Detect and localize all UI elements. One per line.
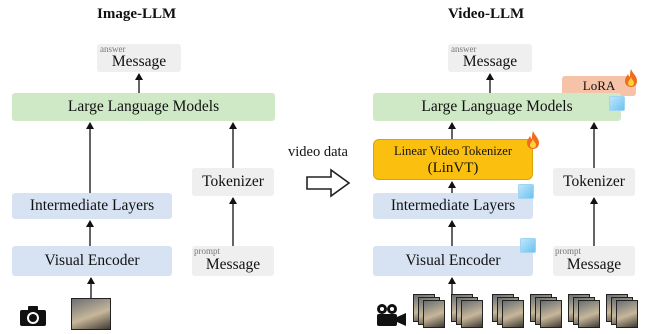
right-encoder-label: Visual Encoder — [405, 252, 501, 269]
lora-label: LoRA — [582, 78, 616, 93]
video-llm-title: Video-LLM — [448, 6, 525, 22]
left-encoder-label: Visual Encoder — [44, 252, 140, 269]
right-llm-label: Large Language Models — [421, 98, 573, 115]
left-prompt-label: Message — [205, 256, 261, 273]
left-encoder-box: Visual Encoder — [12, 246, 172, 276]
left-llm-box: Large Language Models — [12, 93, 275, 121]
video-camera-icon — [375, 303, 407, 327]
video-frame-stack — [568, 294, 604, 330]
left-tokenizer-label: Tokenizer — [202, 173, 264, 190]
right-intermediate-box: Intermediate Layers — [373, 193, 533, 219]
left-answer-message-box: answer Message — [97, 44, 181, 72]
video-frame-stack — [451, 294, 487, 330]
right-llm-box: Large Language Models — [373, 93, 621, 121]
left-prompt-tag: prompt — [194, 246, 220, 256]
left-answer-tag: answer — [100, 44, 126, 54]
image-llm-title: Image-LLM — [97, 6, 177, 22]
left-intermediate-label: Intermediate Layers — [29, 197, 155, 214]
hollow-right-arrow-icon — [305, 168, 351, 198]
right-answer-message-box: answer Message — [448, 44, 532, 72]
ice-cube-icon — [609, 96, 625, 111]
fire-icon — [624, 69, 638, 87]
right-tokenizer-box: Tokenizer — [553, 168, 635, 196]
lora-box: LoRA — [562, 76, 636, 96]
linvt-label-line2: (LinVT) — [427, 159, 479, 176]
right-answer-tag: answer — [451, 44, 477, 54]
video-frame-stack — [492, 294, 528, 330]
camera-icon — [19, 305, 47, 327]
video-frame-stack — [413, 294, 449, 330]
left-tokenizer-box: Tokenizer — [192, 168, 274, 196]
ice-cube-icon — [518, 184, 534, 199]
right-tokenizer-label: Tokenizer — [563, 173, 625, 190]
linvt-label-line1: Linear Video Tokenizer — [393, 143, 512, 158]
fire-icon — [526, 131, 540, 149]
ice-cube-icon — [520, 238, 536, 253]
linvt-box: Linear Video Tokenizer (LinVT) — [373, 139, 533, 180]
video-frame-stack — [606, 294, 642, 330]
left-intermediate-box: Intermediate Layers — [12, 193, 172, 219]
right-prompt-tag: prompt — [555, 246, 581, 256]
left-answer-label: Message — [111, 53, 167, 70]
video-data-label: video data — [288, 144, 348, 160]
right-encoder-box: Visual Encoder — [373, 246, 533, 276]
input-image-thumbnail — [71, 298, 111, 330]
video-frame-stack — [530, 294, 566, 330]
right-intermediate-label: Intermediate Layers — [390, 197, 516, 214]
right-prompt-label: Message — [566, 256, 622, 273]
left-llm-label: Large Language Models — [67, 98, 220, 115]
right-answer-label: Message — [462, 53, 518, 70]
right-prompt-message-box: prompt Message — [553, 246, 635, 276]
left-prompt-message-box: prompt Message — [192, 246, 274, 276]
